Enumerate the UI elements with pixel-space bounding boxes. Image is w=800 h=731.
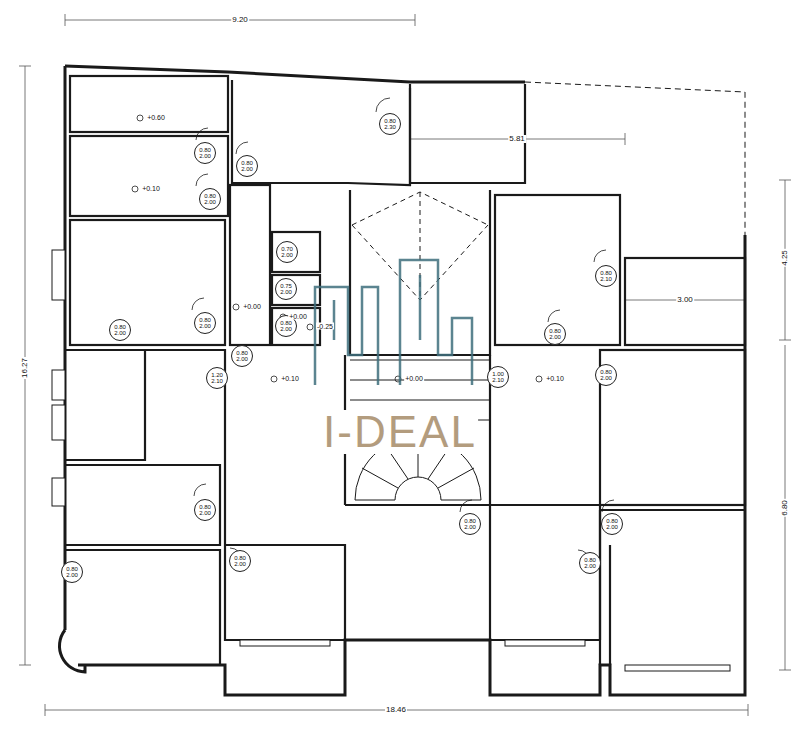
- door-tag: 0.70 2.00: [276, 241, 298, 263]
- door-size: 0.80 2.00: [599, 369, 613, 382]
- door-size: 0.80 2.00: [583, 557, 597, 570]
- door-tag: 1.00 2.10: [487, 366, 509, 388]
- door-size: 0.75 2.00: [279, 283, 293, 296]
- watermark-logo: [315, 260, 472, 385]
- watermark: I-DEAL: [322, 410, 478, 454]
- door-tag: 0.80 2.00: [579, 552, 601, 574]
- level-mark: +0.00: [404, 375, 424, 382]
- dimension: 6.80: [781, 499, 789, 517]
- door-size: 0.80 2.00: [235, 350, 249, 363]
- windows: [52, 250, 730, 671]
- door-size: 1.20 2.10: [210, 372, 224, 385]
- door-tag: 0.80 2.00: [595, 364, 617, 386]
- outer-walls: [59, 66, 745, 695]
- dimension: 4.25: [781, 249, 789, 267]
- door-tag: 0.80 2.00: [199, 188, 221, 210]
- door-size: 0.80 2.00: [279, 320, 293, 333]
- door-size: 0.80 2.00: [203, 193, 217, 206]
- room-walls: [65, 76, 745, 665]
- level-mark: +0.60: [146, 114, 166, 121]
- door-tag: 0.80 2.10: [595, 265, 617, 287]
- door-tag: 0.80 2.00: [61, 561, 83, 583]
- door-size: 0.80 2.00: [233, 555, 247, 568]
- door-tag: 0.80 2.30: [379, 113, 401, 135]
- door-tag: 0.80 2.00: [194, 142, 216, 164]
- door-size: 0.80 2.10: [599, 270, 613, 283]
- door-size: 0.80 2.00: [240, 160, 254, 173]
- level-markers: [132, 115, 542, 382]
- door-tag: 0.80 2.00: [229, 550, 251, 572]
- level-mark: +0.00: [288, 313, 308, 320]
- dimension: 5.81: [508, 135, 526, 143]
- door-tag: 0.80 2.00: [231, 345, 253, 367]
- door-tag: 0.80 2.00: [601, 513, 623, 535]
- dimension-lines: [19, 14, 791, 716]
- door-tag: 0.80 2.00: [459, 513, 481, 535]
- door-size: 0.80 2.00: [198, 504, 212, 517]
- door-size: 0.80 2.00: [605, 518, 619, 531]
- door-tag: 1.20 2.10: [206, 367, 228, 389]
- door-tag: 0.80 2.00: [236, 155, 258, 177]
- level-mark: +0.10: [141, 185, 161, 192]
- door-size: 0.80 2.00: [463, 518, 477, 531]
- door-size: 0.80 2.00: [548, 328, 562, 341]
- dimension: 18.46: [385, 706, 407, 714]
- door-tag: 0.80 2.00: [544, 323, 566, 345]
- door-size: 0.80 2.00: [198, 317, 212, 330]
- door-size: 0.80 2.30: [383, 118, 397, 131]
- door-tag: 0.80 2.00: [194, 312, 216, 334]
- door-tag: 0.80 2.00: [194, 499, 216, 521]
- door-size: 0.70 2.00: [280, 246, 294, 259]
- door-size: 0.80 2.00: [65, 566, 79, 579]
- level-mark: -0.25: [316, 323, 334, 330]
- door-swings: [192, 98, 614, 562]
- door-tag: 0.75 2.00: [275, 278, 297, 300]
- door-size: 0.80 2.00: [198, 147, 212, 160]
- dimension: 3.00: [676, 296, 694, 304]
- level-mark: +0.10: [545, 375, 565, 382]
- door-size: 0.80 2.00: [113, 324, 127, 337]
- door-size: 1.00 2.10: [491, 371, 505, 384]
- dimension: 9.20: [231, 16, 249, 24]
- level-mark: +0.10: [280, 375, 300, 382]
- terrace-outline: [525, 82, 745, 235]
- level-mark: +0.00: [242, 303, 262, 310]
- door-tag: 0.80 2.00: [109, 319, 131, 341]
- dimension: 16.27: [21, 357, 29, 379]
